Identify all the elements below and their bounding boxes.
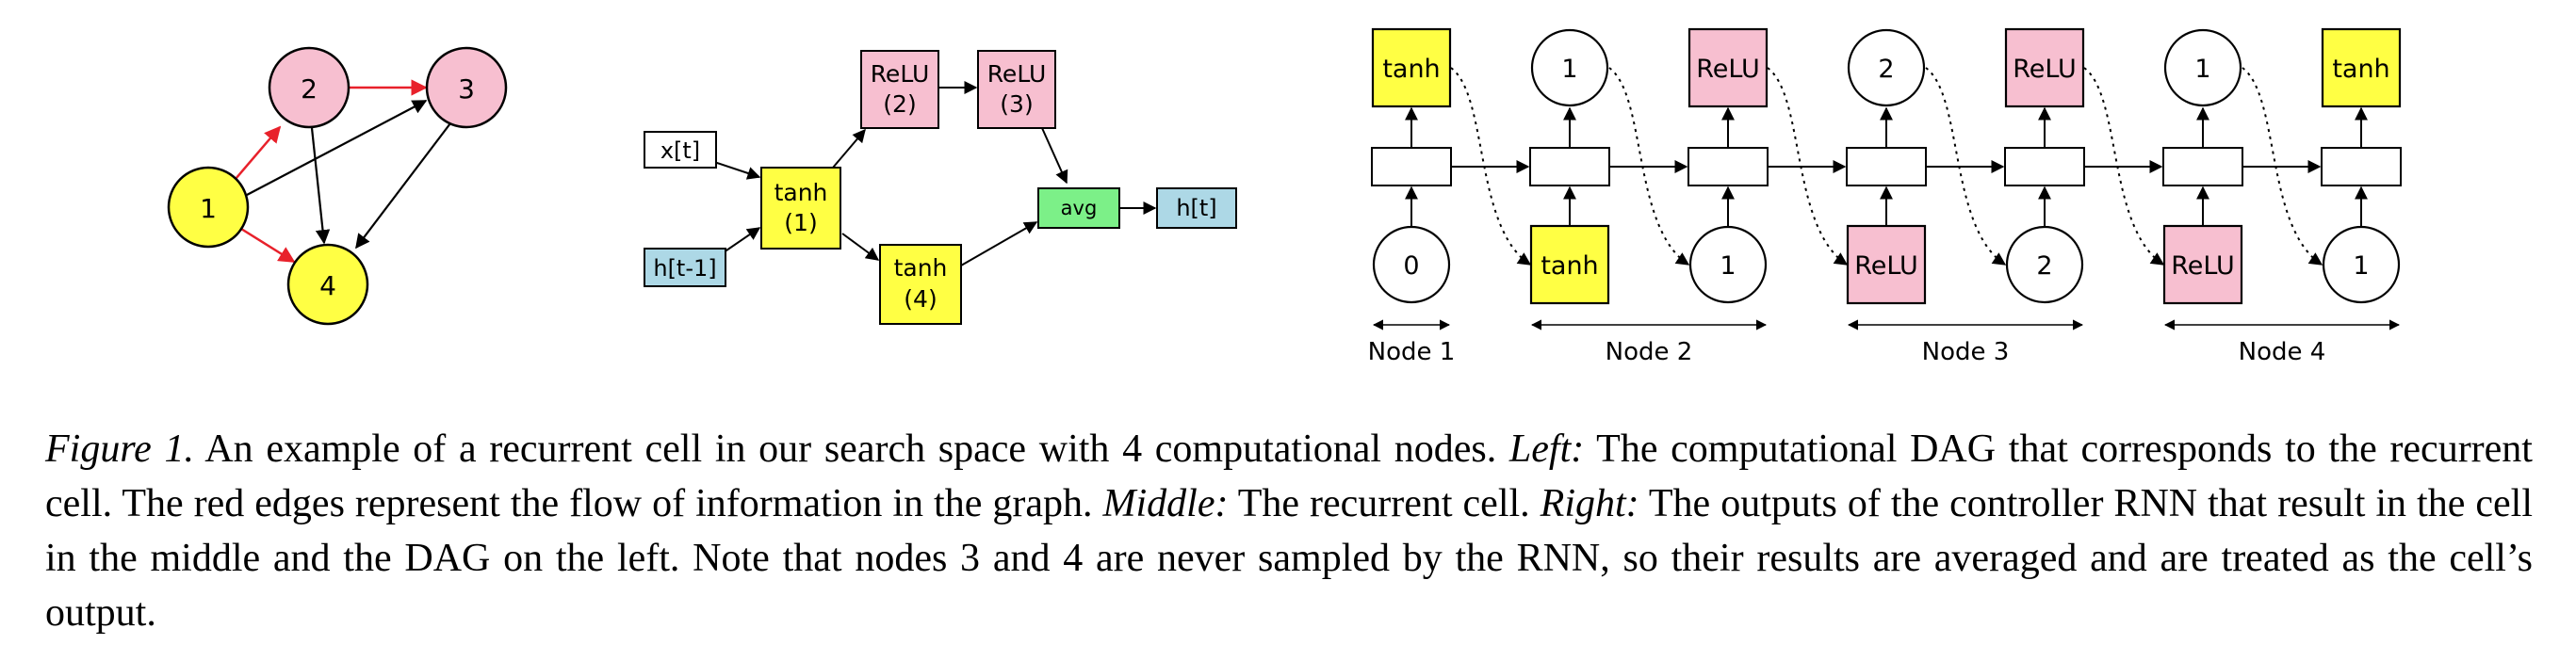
cell-avg-label: avg: [1061, 197, 1098, 219]
rnn-output-1-label: tanh: [1382, 55, 1440, 84]
figure-svg: 1 2 3 4 x[t] h[t-1] tanh (1) ReLU (2) Re…: [167, 27, 2402, 366]
rnn-feedback-edge: [1608, 67, 1690, 266]
cell-node-2-index: (2): [883, 90, 916, 118]
cell-h-input-label: h[t-1]: [653, 255, 716, 282]
cell-x-input-label: x[t]: [660, 137, 700, 164]
rnn-output-3-label: ReLU: [1696, 55, 1760, 84]
rnn-feedback-edge: [2083, 67, 2165, 266]
rnn-output-6-label: 1: [2194, 55, 2210, 84]
caption-intro: An example of a recurrent cell in our se…: [193, 427, 1509, 471]
rnn-input-2-label: tanh: [1541, 251, 1598, 281]
cell-h-input-box: [644, 248, 726, 287]
caption-left-text: The computational DAG that corresponds t…: [45, 427, 2533, 525]
cell-node-1-index: (1): [784, 209, 817, 236]
rnn-output-3-box: [1687, 27, 1769, 108]
cell-h-output-label: h[t]: [1176, 195, 1216, 221]
controller-panel: tanh01tanhReLU12ReLUReLU21ReLUtanh1Node …: [1368, 27, 2402, 366]
rnn-cell: [1687, 147, 1769, 186]
rnn-input-7-label: 1: [2353, 251, 2369, 281]
dag-edge-3-4: [355, 122, 451, 250]
dag-node-2: [268, 46, 351, 129]
cell-edge-tanh4-avg: [960, 221, 1038, 266]
dag-node-1: [167, 166, 250, 249]
rnn-input-4-box: [1846, 224, 1927, 305]
cell-edge-x-tanh1: [713, 161, 761, 180]
rnn-input-2-box: [1529, 224, 1610, 305]
rnn-cell: [1529, 147, 1610, 186]
cell-node-2-op: ReLU: [871, 60, 930, 88]
rnn-input-5-label: 2: [2036, 251, 2052, 281]
rnn-cell: [2162, 147, 2243, 186]
rnn-output-6-circle: [2163, 28, 2242, 107]
rnn-output-1-box: [1371, 27, 1452, 108]
cell-node-2-box: [860, 50, 939, 129]
dag-edge-1-4: [240, 227, 296, 264]
rnn-output-4-circle: [1847, 28, 1926, 107]
rnn-input-6-box: [2162, 224, 2243, 305]
caption-right-text: The outputs of the controller RNN that r…: [45, 482, 2533, 635]
cell-x-input-box: [644, 131, 717, 169]
rnn-output-2-circle: [1530, 28, 1609, 107]
cell-node-1-op: tanh: [774, 179, 828, 206]
cell-edge-tanh1-tanh4: [841, 233, 880, 261]
caption-figure-label: Figure 1.: [45, 427, 194, 471]
rnn-input-1-label: 0: [1403, 251, 1419, 281]
rnn-feedback-edge: [1925, 67, 2007, 266]
cell-edge-tanh1-relu2: [832, 128, 866, 169]
cell-node-3-op: ReLU: [987, 60, 1047, 88]
caption-left-label: Left:: [1508, 427, 1585, 471]
node-group-label-1: Node 1: [1368, 338, 1456, 366]
caption-middle-text: The recurrent cell.: [1228, 482, 1541, 525]
dag-node-4-label: 4: [319, 270, 336, 301]
rnn-feedback-edge: [1767, 67, 1849, 266]
rnn-input-3-label: 1: [1720, 251, 1736, 281]
rnn-feedback-edge: [1450, 67, 1532, 266]
figure-caption: Figure 1. An example of a recurrent cell…: [45, 422, 2533, 640]
rnn-output-2-label: 1: [1561, 55, 1577, 84]
dag-node-3-label: 3: [458, 73, 475, 105]
rnn-output-4-label: 2: [1878, 55, 1894, 84]
rnn-cell: [2321, 147, 2402, 186]
rnn-output-5-box: [2004, 27, 2085, 108]
rnn-input-4-label: ReLU: [1854, 251, 1918, 281]
figure-1: 1 2 3 4 x[t] h[t-1] tanh (1) ReLU (2) Re…: [167, 27, 2402, 366]
dag-edge-1-3: [246, 100, 428, 196]
dag-node-4: [286, 243, 369, 326]
cell-node-3-box: [977, 50, 1056, 129]
cell-edge-relu3-avg: [1041, 127, 1068, 185]
cell-node-1-box: [760, 167, 841, 250]
rnn-feedback-edge: [2242, 67, 2323, 266]
rnn-cell: [1371, 147, 1452, 186]
dag-panel: 1 2 3 4: [167, 46, 508, 326]
rnn-cell: [2004, 147, 2085, 186]
cell-avg-box: [1037, 187, 1120, 229]
node-group-label-3: Node 3: [1922, 338, 2010, 366]
dag-node-1-label: 1: [200, 193, 217, 224]
node-group-label-2: Node 2: [1606, 338, 1693, 366]
cell-node-4-op: tanh: [894, 254, 948, 282]
rnn-input-1-circle: [1372, 225, 1451, 304]
rnn-cell: [1846, 147, 1927, 186]
rnn-input-7-circle: [2322, 225, 2401, 304]
dag-edge-1-2: [235, 125, 282, 180]
cell-edge-h-tanh1: [723, 227, 761, 253]
rnn-output-5-label: ReLU: [2013, 55, 2077, 84]
rnn-input-6-label: ReLU: [2171, 251, 2235, 281]
rnn-output-7-box: [2321, 27, 2402, 108]
dag-node-2-label: 2: [301, 73, 318, 105]
cell-node-4-box: [879, 244, 962, 325]
cell-h-output-box: [1156, 187, 1237, 229]
caption-middle-label: Middle:: [1102, 482, 1229, 525]
cell-node-4-index: (4): [904, 285, 937, 313]
cell-node-3-index: (3): [1000, 90, 1033, 118]
rnn-input-5-circle: [2005, 225, 2084, 304]
node-group-label-4: Node 4: [2239, 338, 2326, 366]
dag-edge-2-4: [310, 127, 331, 245]
rnn-output-7-label: tanh: [2332, 55, 2389, 84]
cell-panel: x[t] h[t-1] tanh (1) ReLU (2) ReLU (3) t…: [644, 50, 1237, 325]
caption-right-label: Right:: [1540, 482, 1639, 525]
dag-node-3: [425, 46, 508, 129]
rnn-input-3-circle: [1688, 225, 1768, 304]
